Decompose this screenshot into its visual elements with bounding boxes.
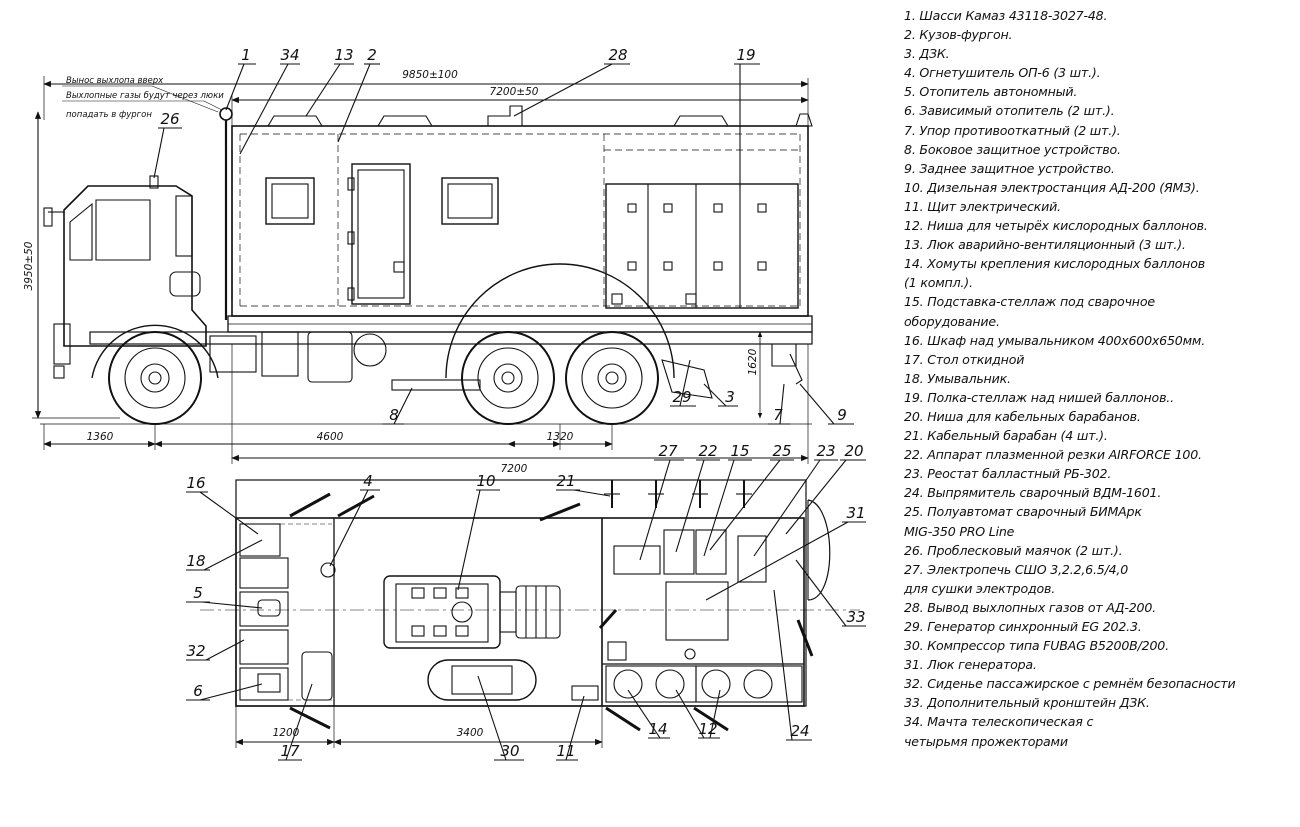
callout-19: 19 bbox=[736, 46, 755, 64]
legend-item-21: 21. Кабельный барабан (4 шт.). bbox=[904, 428, 1108, 444]
callout-7: 7 bbox=[773, 406, 783, 424]
legend-item-34: 34. Мачта телескопическая с bbox=[904, 714, 1094, 730]
callout-27: 27 bbox=[658, 442, 678, 460]
legend-item-8: 8. Боковое защитное устройство. bbox=[904, 141, 1121, 157]
callout-numbers: 1 34 13 2 28 19 26 8 29 3 7 9 16 18 5 32… bbox=[160, 46, 865, 760]
dimension-texts: 9850±100 7200±50 3950±50 1620 1360 4600 … bbox=[23, 69, 759, 739]
legend-item-23: 23. Реостат балластный РБ-302. bbox=[904, 466, 1112, 482]
note-into-van: попадать в фургон bbox=[66, 110, 152, 120]
callout-29: 29 bbox=[672, 388, 691, 406]
legend-item-3: 3. ДЗК. bbox=[904, 46, 950, 62]
legend-item-15: 15. Подставка-стеллаж под сварочное bbox=[904, 294, 1155, 310]
note-exhaust-up: Вынос выхлопа вверх bbox=[66, 76, 164, 86]
callout-33: 33 bbox=[846, 608, 865, 626]
legend-item-20: 20. Ниша для кабельных барабанов. bbox=[904, 408, 1141, 424]
dim-front: 1360 bbox=[87, 431, 114, 443]
callout-14: 14 bbox=[648, 720, 667, 738]
callout-13: 13 bbox=[334, 46, 353, 64]
callout-10: 10 bbox=[476, 472, 495, 490]
dim-body: 7200±50 bbox=[490, 86, 539, 98]
legend-item-15-cont: оборудование. bbox=[904, 313, 1000, 329]
legend-item-12: 12. Ниша для четырёх кислородных баллоно… bbox=[904, 218, 1208, 234]
callout-20: 20 bbox=[844, 442, 863, 460]
callout-24: 24 bbox=[790, 722, 809, 740]
legend-item-14-cont: (1 компл.). bbox=[904, 275, 973, 291]
legend-item-34-cont: четырьмя прожекторами bbox=[904, 733, 1068, 749]
dim-frame-height: 1620 bbox=[747, 348, 759, 375]
legend-item-14: 14. Хомуты крепления кислородных баллоно… bbox=[904, 256, 1205, 272]
dim-bogie: 1320 bbox=[547, 431, 574, 443]
callout-17: 17 bbox=[280, 742, 300, 760]
callout-4: 4 bbox=[363, 472, 373, 490]
legend-item-10: 10. Дизельная электростанция АД-200 (ЯМЗ… bbox=[904, 179, 1200, 195]
dim-plan-a: 1200 bbox=[273, 727, 300, 739]
legend-item-30: 30. Компрессор типа FUBAG B5200B/200. bbox=[904, 638, 1169, 654]
legend-item-5: 5. Отопитель автономный. bbox=[904, 84, 1078, 100]
parts-legend: 1. Шасси Камаз 43118-3027-48. 2. Кузов-ф… bbox=[904, 6, 1296, 751]
callout-28: 28 bbox=[608, 46, 627, 64]
legend-item-9: 9. Заднее защитное устройство. bbox=[904, 160, 1115, 176]
callout-2: 2 bbox=[367, 46, 377, 64]
legend-item-19: 19. Полка-стеллаж над нишей баллонов.. bbox=[904, 389, 1174, 405]
legend-item-17: 17. Стол откидной bbox=[904, 351, 1025, 367]
dim-plan-b: 3400 bbox=[457, 727, 484, 739]
dim-height: 3950±50 bbox=[23, 241, 35, 290]
legend-item-1: 1. Шасси Камаз 43118-3027-48. bbox=[904, 8, 1108, 23]
callout-32: 32 bbox=[186, 642, 205, 660]
callout-31: 31 bbox=[846, 504, 865, 522]
dim-overall: 9850±100 bbox=[402, 69, 458, 81]
callout-23: 23 bbox=[816, 442, 835, 460]
callout-34: 34 bbox=[280, 46, 299, 64]
callout-6: 6 bbox=[193, 682, 203, 700]
callout-25: 25 bbox=[772, 442, 791, 460]
legend-item-7: 7. Упор противооткатный (2 шт.). bbox=[904, 122, 1121, 138]
callout-15: 15 bbox=[730, 442, 749, 460]
note-exhaust-gases: Выхлопные газы будут через люки bbox=[66, 91, 224, 101]
legend-item-32: 32. Сиденье пассажирское с ремнём безопа… bbox=[904, 676, 1236, 692]
side-view bbox=[32, 63, 866, 761]
callout-16: 16 bbox=[186, 474, 205, 492]
legend-item-13: 13. Люк аварийно-вентиляционный (3 шт.). bbox=[904, 237, 1186, 253]
legend-item-31: 31. Люк генератора. bbox=[904, 657, 1037, 673]
legend-item-28: 28. Вывод выхлопных газов от АД-200. bbox=[904, 599, 1156, 615]
exhaust-notes: Вынос выхлопа вверх Выхлопные газы будут… bbox=[66, 76, 224, 120]
dim-body-length: 7200 bbox=[501, 463, 528, 475]
callout-30: 30 bbox=[500, 742, 519, 760]
legend-item-27: 27. Электропечь СШО 3,2.2,6.5/4,0 bbox=[904, 561, 1129, 577]
callout-3: 3 bbox=[725, 388, 735, 406]
dim-wheelbase: 4600 bbox=[317, 431, 344, 443]
callout-11: 11 bbox=[556, 742, 575, 760]
callout-26: 26 bbox=[160, 110, 179, 128]
legend-item-33: 33. Дополнительный кронштейн ДЗК. bbox=[904, 695, 1150, 711]
legend-item-26: 26. Проблесковый маячок (2 шт.). bbox=[904, 542, 1123, 558]
wheels bbox=[91, 263, 675, 425]
callout-5: 5 bbox=[193, 584, 203, 602]
callout-9: 9 bbox=[837, 406, 847, 424]
legend-item-4: 4. Огнетушитель ОП-6 (3 шт.). bbox=[904, 65, 1101, 81]
legend-item-18: 18. Умывальник. bbox=[904, 370, 1011, 386]
legend-item-25-cont: MIG-350 PRO Line bbox=[904, 523, 1015, 539]
callout-8: 8 bbox=[389, 406, 399, 424]
legend-item-27-cont: для сушки электродов. bbox=[904, 580, 1056, 596]
legend-item-2: 2. Кузов-фургон. bbox=[904, 27, 1013, 43]
legend-item-25: 25. Полуавтомат сварочный БИМАрк bbox=[904, 504, 1142, 520]
callout-1: 1 bbox=[241, 46, 251, 64]
legend-item-16: 16. Шкаф над умывальником 400х600х650мм. bbox=[904, 332, 1206, 348]
legend-item-6: 6. Зависимый отопитель (2 шт.). bbox=[904, 103, 1115, 119]
legend-item-29: 29. Генератор синхронный EG 202.3. bbox=[904, 619, 1142, 634]
legend-item-24: 24. Выпрямитель сварочный ВДМ-1601. bbox=[904, 485, 1162, 501]
legend-item-22: 22. Аппарат плазменной резки AIRFORCE 10… bbox=[904, 447, 1202, 463]
legend-item-11: 11. Щит электрический. bbox=[904, 198, 1061, 214]
callout-18: 18 bbox=[186, 552, 205, 570]
callout-21: 21 bbox=[556, 472, 575, 490]
callout-22: 22 bbox=[698, 442, 717, 460]
callout-12: 12 bbox=[698, 720, 717, 738]
